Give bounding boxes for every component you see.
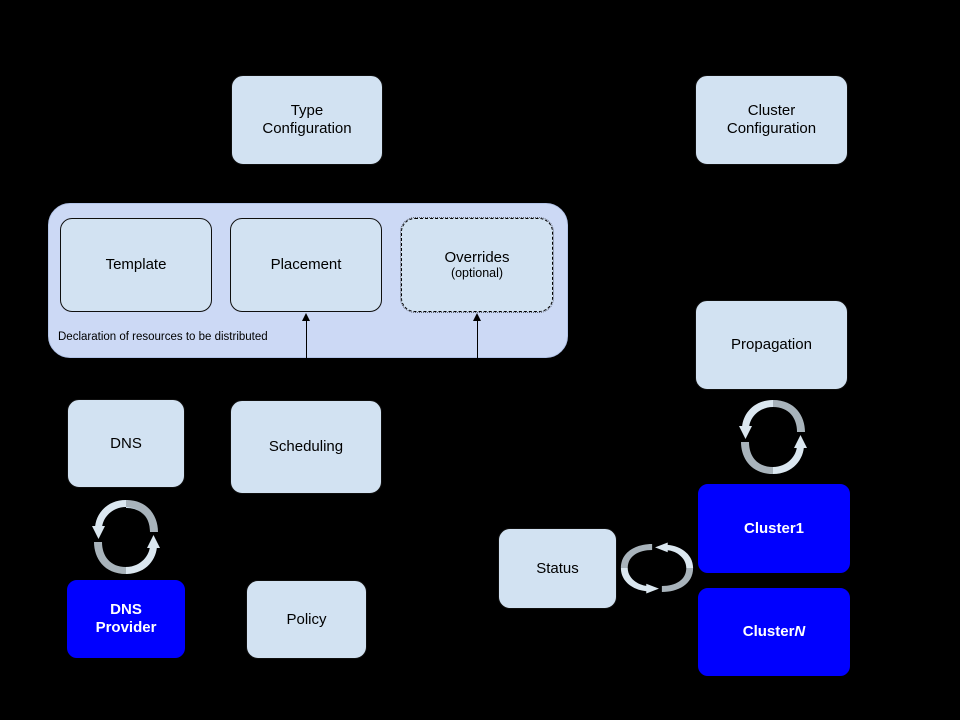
sync-arrows-icon-status bbox=[617, 538, 697, 598]
node-overrides-sublabel: (optional) bbox=[450, 266, 504, 281]
node-cluster-1-index: 1 bbox=[795, 519, 805, 537]
arrowhead-placement-up bbox=[302, 313, 310, 321]
sync-arrows-icon-propagation bbox=[733, 396, 813, 478]
node-cluster-1-label: Cluster bbox=[743, 519, 796, 537]
node-placement[interactable]: Placement bbox=[230, 218, 382, 312]
node-overrides[interactable]: Overrides (optional) bbox=[400, 217, 554, 313]
node-cluster-configuration[interactable]: Cluster Configuration bbox=[695, 75, 848, 165]
connector-policy-to-overrides bbox=[477, 320, 478, 358]
sync-arrows-icon-dns bbox=[86, 496, 166, 578]
node-propagation[interactable]: Propagation bbox=[695, 300, 848, 390]
node-policy[interactable]: Policy bbox=[246, 580, 367, 659]
connector-type-to-placement bbox=[306, 167, 307, 210]
node-template[interactable]: Template bbox=[60, 218, 212, 312]
node-cluster-n-index: N bbox=[794, 623, 806, 641]
node-cluster-n[interactable]: Cluster N bbox=[698, 588, 850, 676]
node-status[interactable]: Status bbox=[498, 528, 617, 609]
node-overrides-label: Overrides bbox=[444, 248, 510, 266]
node-cluster-1[interactable]: Cluster 1 bbox=[698, 484, 850, 573]
node-type-configuration[interactable]: Type Configuration bbox=[231, 75, 383, 165]
node-scheduling[interactable]: Scheduling bbox=[230, 400, 382, 494]
group-caption: Declaration of resources to be distribut… bbox=[58, 331, 268, 343]
node-cluster-n-label: Cluster bbox=[742, 623, 795, 641]
node-dns[interactable]: DNS bbox=[67, 399, 185, 488]
arrowhead-overrides-up bbox=[473, 313, 481, 321]
node-dns-provider[interactable]: DNS Provider bbox=[67, 580, 185, 658]
connector-scheduling-to-placement bbox=[306, 320, 307, 358]
